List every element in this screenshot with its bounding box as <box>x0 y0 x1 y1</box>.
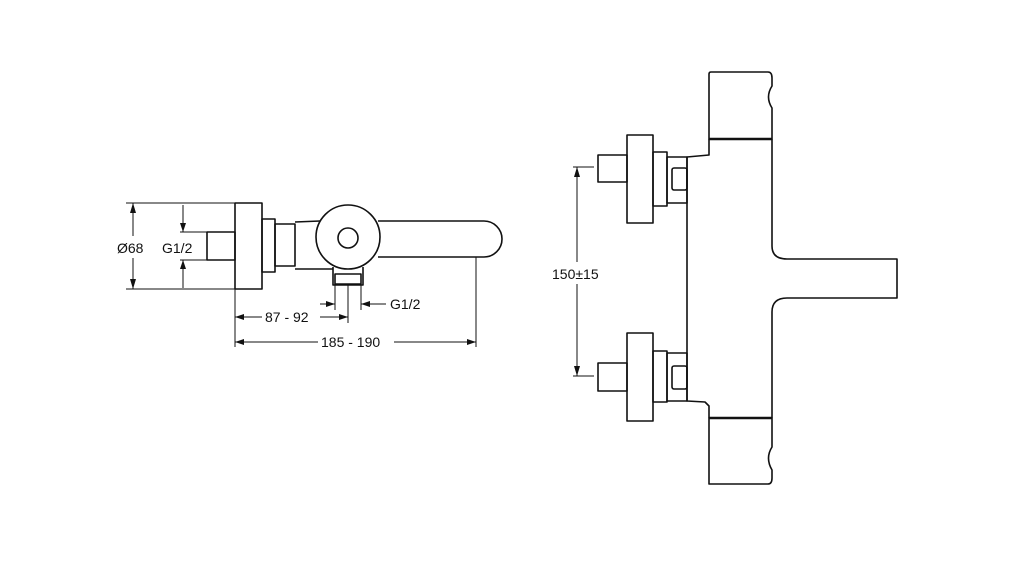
front-view: 150±15 <box>552 71 898 485</box>
inlet-spacing-dimension: 150±15 <box>552 166 599 377</box>
inlet-spacing-label: 150±15 <box>552 266 599 282</box>
inlet-thread-dimension: G1/2 <box>162 205 207 288</box>
outlet-thread-dimension: G1/2 <box>320 285 421 312</box>
inlet-thread-label: G1/2 <box>162 240 193 256</box>
diameter-dimension: Ø68 <box>117 202 235 290</box>
total-depth-label: 185 - 190 <box>321 334 380 350</box>
outlet-offset-dimension: 87 - 92 <box>234 285 349 347</box>
front-view-faucet-outline <box>597 71 898 485</box>
outlet-offset-label: 87 - 92 <box>265 309 309 325</box>
total-depth-dimension: 185 - 190 <box>235 257 477 350</box>
diameter-label: Ø68 <box>117 240 144 256</box>
side-view-faucet-outline <box>206 202 503 290</box>
outlet-thread-label: G1/2 <box>390 296 421 312</box>
side-view: Ø68 G1/2 G1/2 <box>117 202 503 350</box>
